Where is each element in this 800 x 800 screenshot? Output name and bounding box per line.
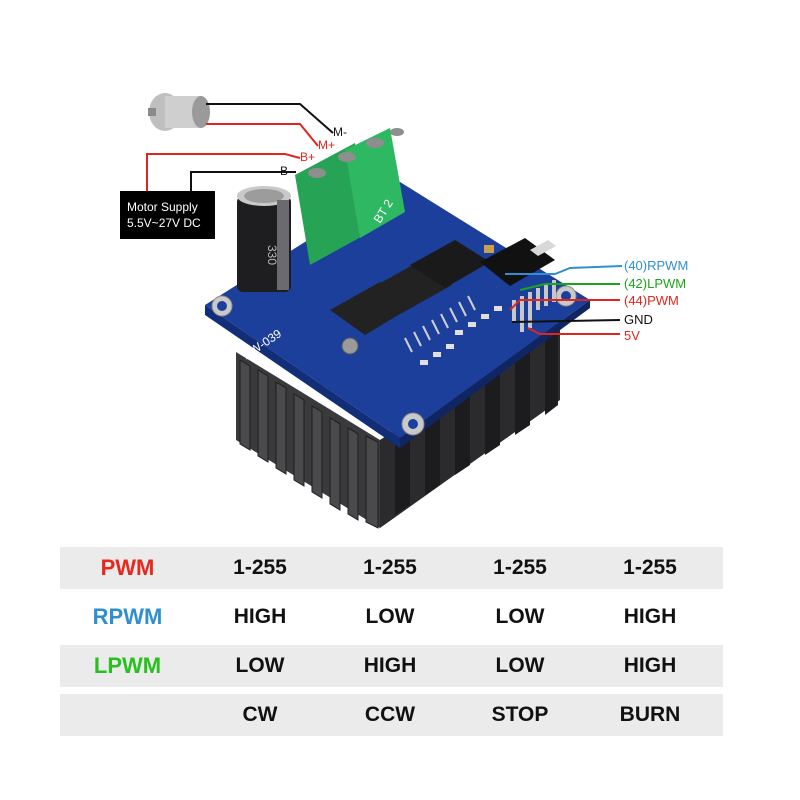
table-cell: CW (242, 703, 278, 726)
pin-label-pwm: (44)PWM (624, 293, 679, 308)
row-header-pwm: PWM (100, 555, 155, 580)
table-row-direction: CW CCW STOP BURN (60, 694, 723, 736)
driver-chips (330, 238, 556, 353)
table-cell: 1-255 (233, 556, 287, 579)
table-cell: 1-255 (623, 556, 677, 579)
motor-driver-illustration: 330 BT 2 HW-039 (146, 93, 623, 529)
table-cell: LOW (495, 654, 545, 677)
motor-supply-label: Motor Supply 5.5V~27V DC (120, 191, 215, 239)
table-cell: LOW (365, 605, 415, 628)
pin-label-5v: 5V (624, 328, 640, 343)
capacitor-text: 330 (265, 245, 279, 265)
table-row-lpwm: LPWM LOW HIGH LOW HIGH (60, 645, 723, 687)
row-header-rpwm: RPWM (92, 604, 163, 629)
table-cell: 1-255 (363, 556, 417, 579)
pin-label-gnd: GND (624, 312, 653, 327)
table-cell: HIGH (233, 605, 287, 628)
table-cell: HIGH (623, 605, 677, 628)
label-b-minus: B- (280, 164, 292, 178)
motor-supply-range: 5.5V~27V DC (127, 216, 201, 230)
table-row-pwm: PWM 1-255 1-255 1-255 1-255 (60, 547, 723, 589)
truth-table: PWM 1-255 1-255 1-255 1-255 RPWM HIGH LO… (60, 547, 723, 743)
label-b-plus: B+ (300, 150, 316, 164)
capacitor: 330 (237, 186, 291, 292)
wires (146, 103, 623, 335)
table-cell: STOP (491, 703, 549, 726)
table-row-rpwm: RPWM HIGH LOW LOW HIGH (60, 596, 723, 638)
table-cell: LOW (495, 605, 545, 628)
pin-label-rpwm: (40)RPWM (624, 258, 689, 273)
terminal-blocks (295, 128, 405, 265)
label-m-minus: M- (333, 125, 347, 139)
table-cell: HIGH (623, 654, 677, 677)
table-cell: LOW (235, 654, 285, 677)
label-m-plus: M+ (318, 138, 336, 152)
table-cell: 1-255 (493, 556, 547, 579)
heatsink (236, 320, 560, 529)
dc-motor (148, 93, 210, 131)
motor-supply-title: Motor Supply (127, 200, 198, 214)
pin-label-lpwm: (42)LPWM (624, 276, 687, 291)
table-cell: CCW (364, 703, 416, 726)
table-cell: HIGH (363, 654, 417, 677)
smd-components (420, 245, 502, 365)
table-cell: BURN (619, 703, 681, 726)
row-header-lpwm: LPWM (93, 653, 162, 678)
